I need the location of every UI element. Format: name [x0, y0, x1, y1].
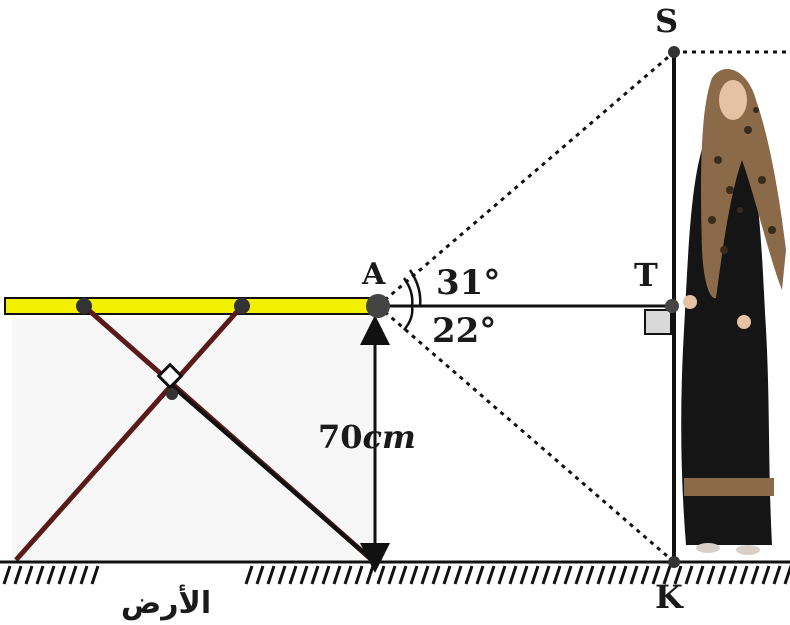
point-t	[665, 299, 679, 313]
hatch-mark	[684, 565, 694, 585]
hatch-mark	[13, 565, 23, 585]
angle-arc-upper-1	[402, 277, 414, 307]
hatch-mark	[464, 565, 474, 585]
ground-label: الأرض	[121, 584, 211, 621]
sight-line-a-to-k	[377, 304, 675, 564]
pivot-marker	[156, 362, 184, 390]
hatch-mark	[618, 565, 628, 585]
angle-lower-label: 22°	[432, 311, 496, 351]
hatch-mark	[695, 565, 705, 585]
hatch-mark	[354, 565, 364, 585]
hatch-mark	[717, 565, 727, 585]
hatch-mark	[288, 565, 298, 585]
hatch-mark	[783, 565, 790, 585]
label-s: S	[655, 2, 678, 40]
hatch-mark	[519, 565, 529, 585]
hatch-mark	[761, 565, 771, 585]
height-unit: cm	[363, 418, 416, 456]
hatch-mark	[35, 565, 45, 585]
label-t: T	[634, 256, 658, 294]
pivot-point	[166, 388, 178, 400]
hatch-mark	[508, 565, 518, 585]
sight-line-a-to-s	[377, 50, 675, 308]
hatch-mark	[376, 565, 386, 585]
hatch-mark	[750, 565, 760, 585]
hatch-mark	[420, 565, 430, 585]
hatch-mark	[46, 565, 56, 585]
hatch-mark	[563, 565, 573, 585]
table-leg-dark-overlay	[170, 384, 374, 562]
hatch-mark	[442, 565, 452, 585]
label-a: A	[361, 257, 386, 292]
hatch-mark	[321, 565, 331, 585]
hatch-mark	[277, 565, 287, 585]
hatch-mark	[453, 565, 463, 585]
table-leg-right-to-left	[14, 304, 244, 562]
table-top	[4, 297, 378, 315]
angle-upper-label: 31°	[436, 263, 500, 303]
hatch-mark	[585, 565, 595, 585]
hatch-mark	[398, 565, 408, 585]
hatch-mark	[662, 565, 672, 585]
hatch-mark	[244, 565, 254, 585]
hatch-mark	[541, 565, 551, 585]
hatch-mark	[79, 565, 89, 585]
hatch-mark	[299, 565, 309, 585]
label-k: K	[655, 578, 684, 616]
hatch-mark	[706, 565, 716, 585]
hatch-mark	[607, 565, 617, 585]
hatch-mark	[728, 565, 738, 585]
height-number: 70	[318, 418, 363, 456]
hatch-mark	[574, 565, 584, 585]
point-a	[366, 294, 390, 318]
hatch-mark	[68, 565, 78, 585]
ground-hatching	[2, 565, 790, 585]
hatch-mark	[332, 565, 342, 585]
woman-figure	[681, 69, 786, 555]
point-s	[668, 46, 680, 58]
hatch-mark	[57, 565, 67, 585]
hatch-mark	[486, 565, 496, 585]
hatch-mark	[651, 565, 661, 585]
leg-joint-right	[234, 298, 250, 314]
hatch-mark	[629, 565, 639, 585]
hatch-mark	[772, 565, 782, 585]
hatch-mark	[431, 565, 441, 585]
leg-joint-left	[76, 298, 92, 314]
hatch-mark	[24, 565, 34, 585]
hatch-mark	[673, 565, 683, 585]
hatch-mark	[266, 565, 276, 585]
hatch-mark	[387, 565, 397, 585]
hatch-mark	[255, 565, 265, 585]
hatch-mark	[640, 565, 650, 585]
hatch-mark	[365, 565, 375, 585]
hatch-mark	[530, 565, 540, 585]
right-angle-marker	[644, 309, 672, 335]
hatch-mark	[497, 565, 507, 585]
height-label: 70cm	[318, 418, 416, 456]
hatch-mark	[475, 565, 485, 585]
hatch-mark	[343, 565, 353, 585]
hatch-mark	[596, 565, 606, 585]
point-k	[668, 556, 680, 568]
hatch-mark	[739, 565, 749, 585]
angle-arc-lower	[403, 305, 414, 331]
hatch-mark	[90, 565, 100, 585]
angle-arc-upper-2	[408, 269, 422, 307]
hatch-mark	[2, 565, 12, 585]
hatch-mark	[310, 565, 320, 585]
hatch-mark	[552, 565, 562, 585]
hatch-mark	[409, 565, 419, 585]
